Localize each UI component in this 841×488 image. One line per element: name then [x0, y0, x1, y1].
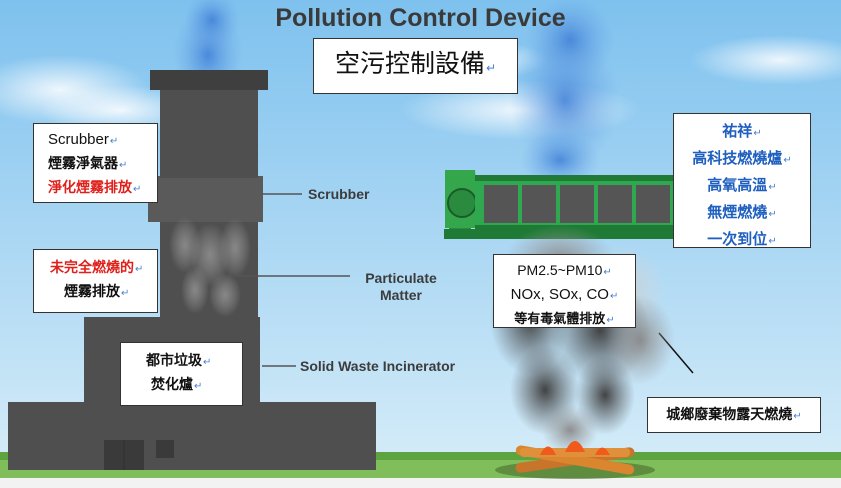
- pollutant-box-line1: PM2.5~PM10: [517, 262, 603, 278]
- tech-box-line2: 高科技燃燒爐: [692, 149, 783, 167]
- tech-box-line3: 高氧高溫: [707, 176, 768, 194]
- tech-box-line5: 一次到位: [707, 230, 768, 248]
- label-incinerator-line1: Solid Waste: [300, 358, 379, 374]
- burning-logs: [495, 441, 655, 479]
- tech-burner-box: 祐祥↵ 高科技燃燒爐↵ 高氧高溫↵ 無煙燃燒↵ 一次到位↵: [673, 113, 811, 248]
- return-mark: ↵: [119, 160, 128, 171]
- incinerator-box-line1: 都市垃圾: [146, 353, 202, 369]
- scrubber-box-line2: 煙霧淨氣器: [48, 156, 118, 172]
- smoke-box-line2: 煙霧排放: [64, 284, 120, 300]
- return-mark: ↵: [753, 128, 762, 139]
- tech-box-line1: 祐祥: [722, 122, 753, 140]
- particulate-smoke: [169, 217, 251, 317]
- scrubber-box-line3: 淨化煙霧排放: [48, 180, 132, 196]
- return-mark: ↵: [606, 315, 615, 326]
- label-particulate-line2: Matter: [379, 287, 422, 303]
- return-mark: ↵: [783, 155, 792, 166]
- return-mark: ↵: [768, 182, 777, 193]
- subtitle-text: 空污控制設備: [334, 49, 485, 78]
- smoke-box-line1: 未完全燃燒的: [50, 260, 134, 276]
- return-mark: ↵: [768, 236, 777, 247]
- incinerator-box-line2: 焚化爐: [151, 377, 193, 393]
- return-mark: ↵: [194, 381, 203, 392]
- openburn-box-line1: 城鄉廢棄物露天燃燒: [666, 407, 793, 423]
- label-incinerator: Solid Waste Incinerator: [300, 358, 455, 375]
- label-particulate-matter: Particulate Matter: [356, 270, 446, 304]
- pollutant-box-line2: NOx, SOx, CO: [510, 286, 609, 303]
- label-particulate-line1: Particulate: [365, 270, 437, 286]
- return-mark: ↵: [135, 264, 144, 275]
- open-burning-box: 城鄉廢棄物露天燃燒↵: [647, 397, 821, 433]
- return-mark: ↵: [203, 357, 212, 368]
- smoke-emission-box: 未完全燃燒的↵ 煙霧排放↵: [33, 249, 158, 313]
- scrubber-box-line1: Scrubber: [48, 131, 109, 148]
- return-mark: ↵: [133, 184, 142, 195]
- return-mark: ↵: [609, 291, 619, 302]
- return-mark: ↵: [121, 288, 130, 299]
- scrubber-box: Scrubber↵ 煙霧淨氣器↵ 淨化煙霧排放↵: [33, 123, 158, 203]
- subtitle-box: 空污控制設備↵: [313, 38, 518, 94]
- return-mark: ↵: [793, 411, 802, 422]
- pollutant-box-line3: 等有毒氣體排放: [514, 312, 606, 327]
- return-mark: ↵: [768, 209, 777, 220]
- pollutant-box: PM2.5~PM10↵ NOx, SOx, CO↵ 等有毒氣體排放↵: [493, 254, 636, 328]
- label-scrubber: Scrubber: [308, 186, 370, 202]
- tech-box-line4: 無煙燃燒: [707, 203, 768, 221]
- return-mark: ↵: [485, 61, 497, 75]
- return-mark: ↵: [603, 267, 612, 278]
- incinerator-box: 都市垃圾↵ 焚化爐↵: [120, 342, 243, 406]
- label-incinerator-line2: Incinerator: [382, 358, 456, 374]
- main-title: Pollution Control Device: [275, 4, 566, 32]
- return-mark: ↵: [109, 136, 119, 147]
